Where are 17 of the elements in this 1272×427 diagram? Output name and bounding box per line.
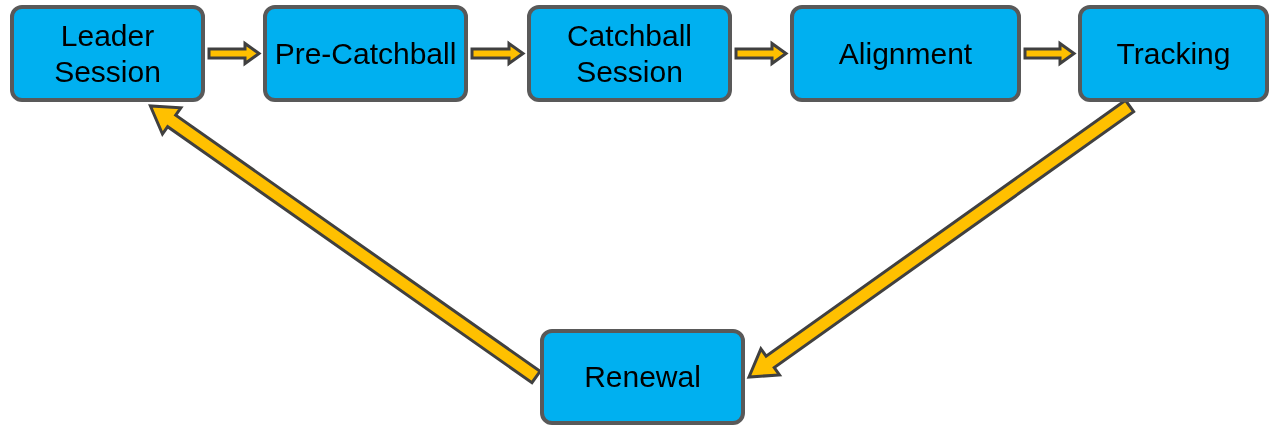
process-box bbox=[10, 5, 205, 102]
step-label: Catchball Session bbox=[565, 17, 694, 90]
process-box bbox=[527, 5, 732, 102]
process-box bbox=[1078, 5, 1269, 102]
step-label: Tracking bbox=[1115, 35, 1232, 72]
block-arrow bbox=[148, 104, 543, 385]
step-label: Alignment bbox=[837, 35, 974, 72]
process-box bbox=[540, 329, 745, 425]
step-label: Pre-Catchball bbox=[273, 35, 458, 72]
block-arrow bbox=[470, 40, 526, 67]
block-arrow bbox=[1023, 40, 1077, 67]
block-arrow bbox=[734, 40, 789, 67]
process-box bbox=[790, 5, 1021, 102]
step-label: Renewal bbox=[583, 359, 702, 395]
step-label: Leader Session bbox=[53, 17, 162, 90]
block-arrow bbox=[207, 40, 262, 67]
process-box bbox=[263, 5, 468, 102]
